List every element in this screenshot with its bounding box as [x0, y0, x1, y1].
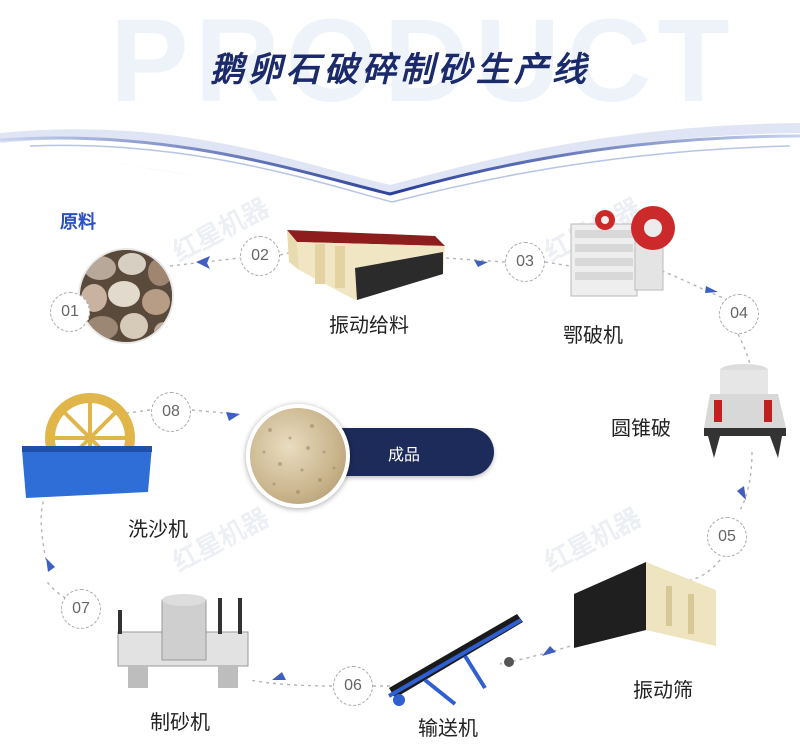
arrow-5 — [542, 646, 556, 656]
path-07-08up — [45, 579, 85, 609]
step-06-number: 06 — [333, 666, 373, 706]
step-03-number: 03 — [505, 242, 545, 282]
path-06-07 — [249, 679, 333, 687]
raw-pebbles-image — [78, 248, 174, 344]
arrow-2 — [474, 260, 488, 267]
step-02-number: 02 — [240, 236, 280, 276]
product-label: 成品 — [388, 445, 421, 464]
raw-material-label: 原料 — [60, 212, 96, 233]
vibrating-screen-image — [574, 562, 716, 648]
sand-maker-image — [117, 594, 249, 688]
page-title: 鹅卵石破碎制砂生产线 — [210, 50, 590, 90]
wave-decoration — [0, 123, 800, 203]
path-02-03 — [445, 257, 506, 263]
step-02-label: 振动给料 — [329, 313, 409, 337]
step-01-number: 01 — [50, 292, 90, 332]
path-04-crusher — [737, 333, 753, 381]
path-03-04 — [654, 267, 731, 301]
path-washer-07 — [40, 499, 47, 561]
belt-conveyor-image — [388, 614, 523, 706]
step-05-label: 振动筛 — [633, 678, 693, 702]
arrow-4 — [737, 486, 746, 500]
background-word: PRODUCT — [110, 0, 736, 127]
finished-sand-image — [246, 404, 350, 508]
step-04-number: 04 — [719, 294, 759, 334]
arrow-1 — [196, 256, 210, 269]
path-crusher-05 — [739, 451, 753, 511]
arrow-7 — [46, 558, 55, 572]
step-08-label: 洗沙机 — [128, 517, 188, 541]
arrow-6 — [272, 672, 286, 680]
arrow-8 — [226, 412, 240, 421]
jaw-crusher-image — [570, 206, 675, 297]
step-07-number: 07 — [61, 589, 101, 629]
arrow-3 — [705, 286, 718, 293]
step-07-label: 制砂机 — [150, 710, 210, 734]
step-08-number: 08 — [151, 392, 191, 432]
step-03-label: 鄂破机 — [563, 323, 623, 347]
step-05-number: 05 — [707, 517, 747, 557]
step-04-label: 圆锥破 — [611, 416, 671, 440]
vibrating-feeder-image — [287, 230, 445, 300]
step-06-label: 输送机 — [418, 716, 478, 740]
cone-crusher-image — [704, 364, 786, 458]
path-08-washer — [119, 409, 151, 415]
sand-washer-image — [22, 393, 152, 498]
